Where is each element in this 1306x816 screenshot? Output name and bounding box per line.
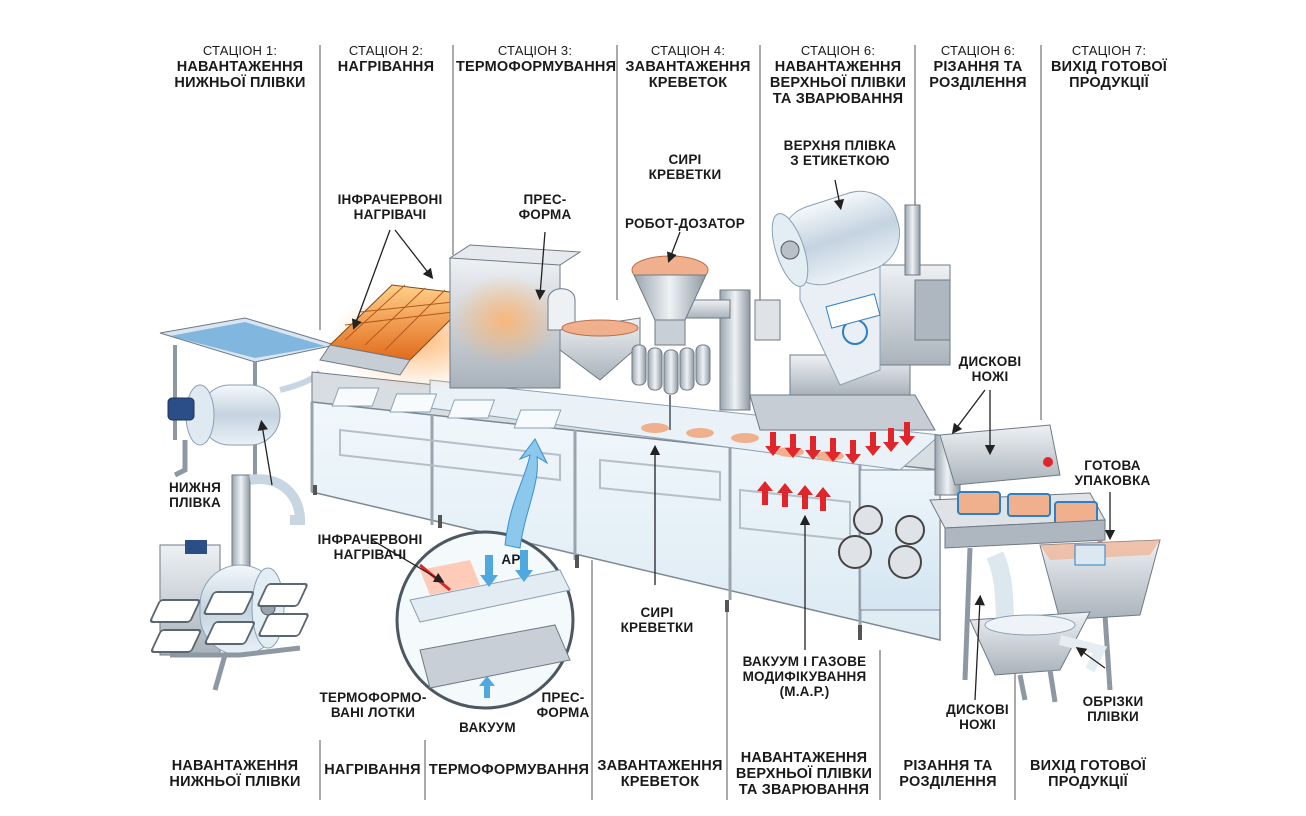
- shrimp-hopper: [559, 317, 641, 381]
- station-3-number: СТАЦІОН 3:: [497, 43, 573, 58]
- bottom-label-5: НАВАНТАЖЕННЯ ВЕРХНЬОЇ ПЛІВКИ ТА ЗВАРЮВАН…: [735, 750, 873, 799]
- callout-disc-knives-top: ДИСКОВІ НОЖІ: [958, 354, 1022, 385]
- callout-raw-shrimp-top: СИРІ КРЕВЕТКИ: [648, 152, 722, 183]
- callout-top-film: ВЕРХНЯ ПЛІВКА З ЕТИКЕТКОЮ: [783, 138, 897, 169]
- sealing-heat-arrows: [757, 422, 915, 511]
- station-1-name: НАВАНТАЖЕННЯ НИЖНЬОЇ ПЛІВКИ: [174, 58, 306, 91]
- finished-pack-bin: [1039, 539, 1161, 621]
- station-separators: [319, 45, 1042, 800]
- station-3-name: ТЕРМОФОРМУВАННЯ: [456, 58, 617, 75]
- station-6-cutting-header: СТАЦІОН 6: РІЗАННЯ ТА РОЗДІЛЕННЯ: [918, 43, 1038, 91]
- station-1-number: СТАЦІОН 1:: [202, 43, 278, 58]
- station-6-sealing-header: СТАЦІОН 6: НАВАНТАЖЕННЯ ВЕРХНЬОЇ ПЛІВКИ …: [764, 43, 912, 108]
- callout-air: АР: [501, 552, 521, 567]
- callout-press-form-top: ПРЕС- ФОРМА: [518, 192, 572, 223]
- thermoforming-press: [448, 244, 582, 389]
- bottom-label-3: ТЕРМОФОРМУВАННЯ: [428, 762, 590, 778]
- sealing-station: [749, 190, 951, 431]
- bottom-label-2: НАГРІВАННЯ: [324, 762, 421, 778]
- bottom-label-1: НАВАНТАЖЕННЯ НИЖНЬОЇ ПЛІВКИ: [169, 758, 301, 791]
- station-2-header: СТАЦІОН 2: НАГРІВАННЯ: [326, 43, 446, 75]
- callout-disc-knives-bottom: ДИСКОВІ НОЖІ: [946, 702, 1009, 733]
- callout-press-form-inset: ПРЕС- ФОРМА: [536, 690, 590, 721]
- station-3-header: СТАЦІОН 3: ТЕРМОФОРМУВАННЯ: [456, 43, 617, 75]
- callout-thermoformed-trays: ТЕРМОФОРМО- ВАНІ ЛОТКИ: [319, 690, 427, 721]
- bottom-label-6: РІЗАННЯ ТА РОЗДІЛЕННЯ: [899, 758, 997, 791]
- callout-film-trimmings: ОБРІЗКИ ПЛІВКИ: [1082, 694, 1144, 725]
- station-1-header: СТАЦІОН 1: НАВАНТАЖЕННЯ НИЖНЬОЇ ПЛІВКИ: [170, 43, 310, 91]
- callout-map: ВАКУУМ І ГАЗОВЕ МОДИФІКУВАННЯ (М.А.Р.): [742, 654, 867, 700]
- cutting-station: [838, 424, 1061, 611]
- station-6a-name: НАВАНТАЖЕННЯ ВЕРХНЬОЇ ПЛІВКИ ТА ЗВАРЮВАН…: [769, 58, 907, 108]
- bottom-label-4: ЗАВАНТАЖЕННЯ КРЕВЕТОК: [597, 758, 723, 791]
- station-2-name: НАГРІВАННЯ: [337, 58, 435, 75]
- bottom-label-7: ВИХІД ГОТОВОЇ ПРОДУКЦІЇ: [1029, 758, 1147, 791]
- station-4-number: СТАЦІОН 4:: [650, 43, 726, 58]
- station-4-header: СТАЦІОН 4: ЗАВАНТАЖЕННЯ КРЕВЕТОК: [620, 43, 756, 91]
- station-2-number: СТАЦІОН 2:: [348, 43, 424, 58]
- leader-lines: [257, 179, 1116, 701]
- station-7-number: СТАЦІОН 7:: [1071, 43, 1147, 58]
- station-7-name: ВИХІД ГОТОВОЇ ПРОДУКЦІЇ: [1050, 58, 1168, 91]
- inset-connector-arrow: [504, 438, 549, 549]
- station-7-header: СТАЦІОН 7: ВИХІД ГОТОВОЇ ПРОДУКЦІЇ: [1044, 43, 1174, 91]
- callout-vacuum: ВАКУУМ: [459, 720, 516, 735]
- callout-finished-pack: ГОТОВА УПАКОВКА: [1074, 458, 1151, 489]
- station-6b-number: СТАЦІОН 6:: [940, 43, 1016, 58]
- callout-raw-shrimp-bottom: СИРІ КРЕВЕТКИ: [620, 605, 694, 636]
- bottom-film-roll-upper: [167, 369, 323, 478]
- callout-dosing-robot: РОБОТ-ДОЗАТОР: [625, 216, 745, 231]
- station-6b-name: РІЗАННЯ ТА РОЗДІЛЕННЯ: [929, 58, 1027, 91]
- trimmings-bin: [969, 551, 1108, 703]
- callout-ir-heaters-top: ІНФРАЧЕРВОНІ НАГРІВАЧІ: [337, 192, 443, 223]
- station-6a-number: СТАЦІОН 6:: [800, 43, 876, 58]
- callout-ir-heaters-inset: ІНФРАЧЕРВОНІ НАГРІВАЧІ: [317, 532, 423, 563]
- dosing-robot: [631, 255, 781, 430]
- station-4-name: ЗАВАНТАЖЕННЯ КРЕВЕТОК: [625, 58, 751, 91]
- callout-bottom-film: НИЖНЯ ПЛІВКА: [168, 480, 222, 511]
